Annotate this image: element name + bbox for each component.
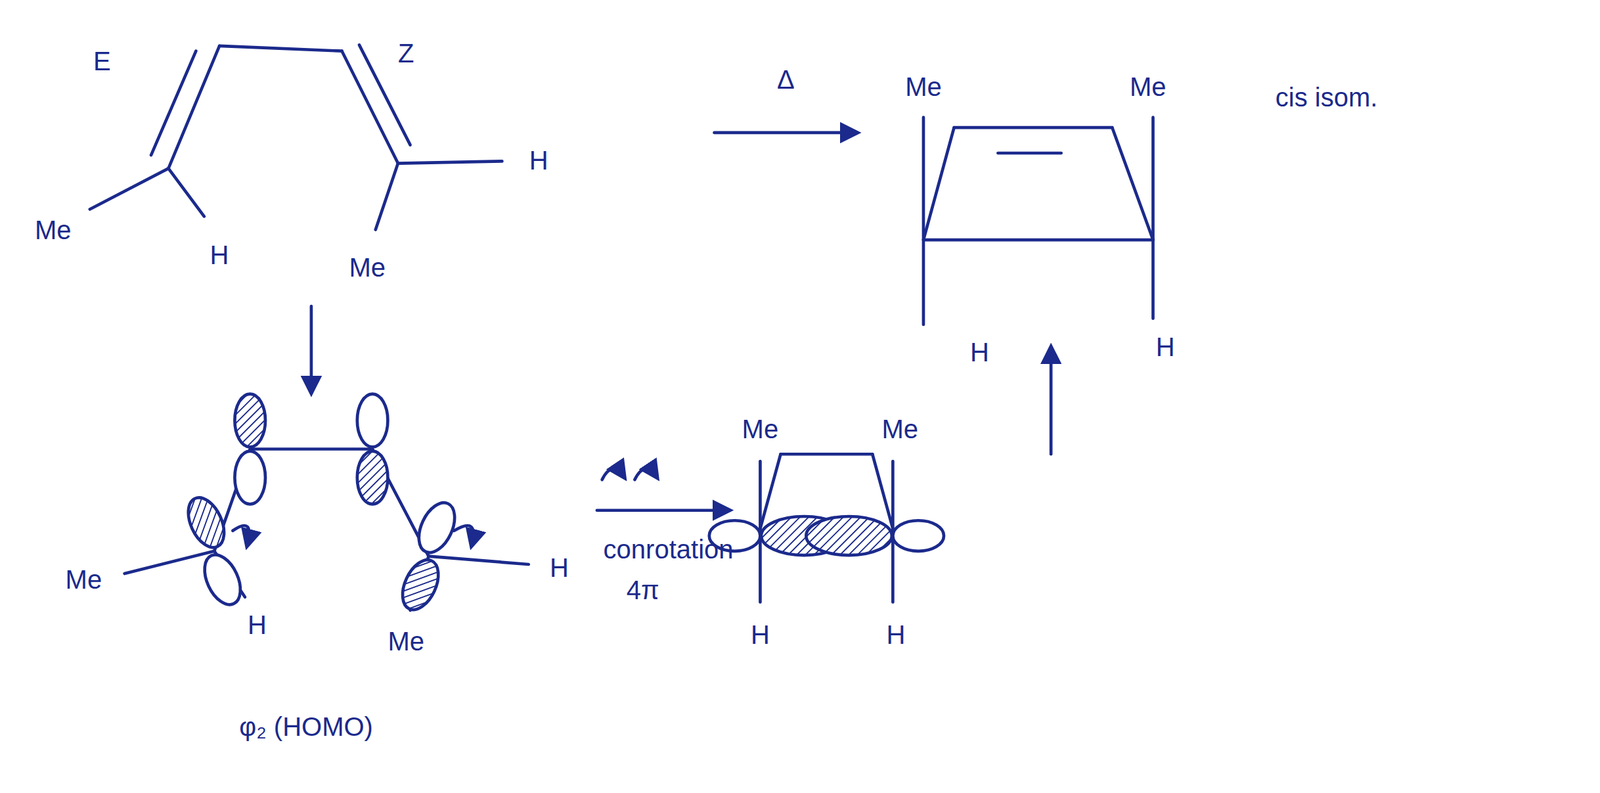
chem-label: Me [64,564,104,594]
chem-label: H [1154,332,1177,362]
chem-label: H [749,620,772,649]
chem-label: H [246,610,268,640]
chem-label: Me [740,414,781,444]
chem-label: conrotation [602,534,735,564]
chem-label: H [885,620,908,649]
chem-label: Me [33,215,73,245]
chem-label: H [208,240,231,270]
chem-label: φ₂ (HOMO) [237,711,375,741]
chem-label: H [528,145,550,175]
chem-label: Me [347,252,387,282]
chem-label: cis isom. [1274,82,1380,112]
chem-label: 4π [625,575,661,605]
chem-label: Me [903,72,944,102]
chem-label: Me [386,626,427,656]
chem-label: Δ [775,65,797,94]
chem-label: H [548,553,571,582]
chem-label: Me [880,414,920,444]
chem-label: Me [1128,72,1168,102]
chem-label: H [968,337,991,367]
chem-label: Z [396,38,416,68]
chem-label: E [91,46,113,76]
